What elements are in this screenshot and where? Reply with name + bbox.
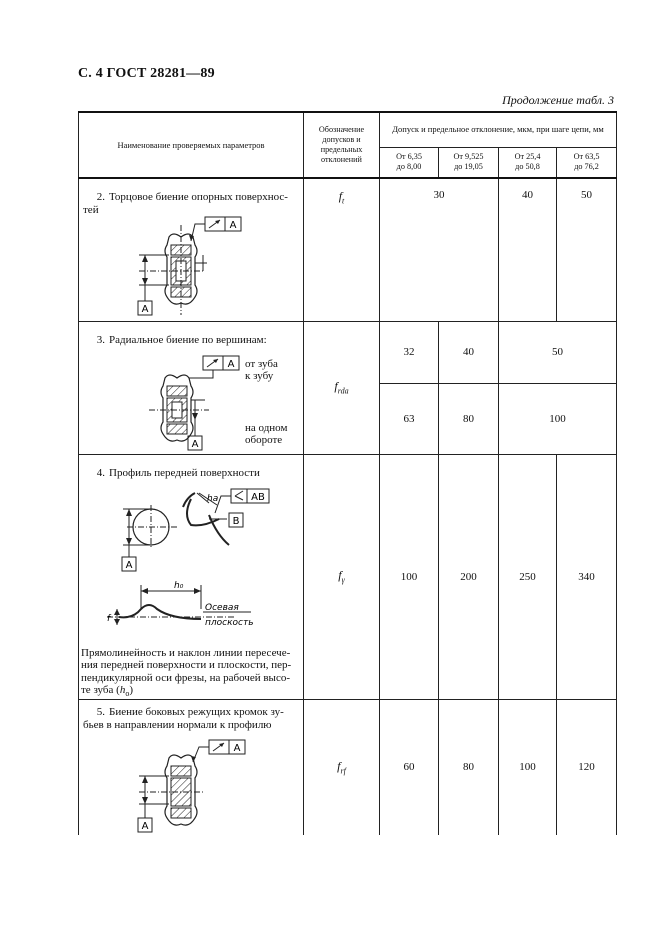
- header-param-name: Наименование проверяемых параметров: [78, 111, 304, 179]
- table-row: 63 80 100: [79, 382, 618, 455]
- row3-tooth-value-3: 50: [497, 320, 618, 384]
- header-designation: Обозначение допусков и предельных отклон…: [303, 111, 380, 179]
- row3-rev-value-3: 100: [497, 382, 618, 455]
- svg-text:f: f: [107, 614, 112, 624]
- row3-tooth-value-1: 32: [379, 320, 439, 384]
- radial-runout-diagram: A A: [149, 355, 240, 450]
- row4-param: 4.Профиль передней поверхности A ha: [78, 453, 304, 700]
- row4-value-4: 340: [555, 453, 618, 700]
- row5-symbol: frf: [303, 698, 380, 835]
- label-h0: h₀: [174, 581, 184, 591]
- row5-value-4: 120: [555, 698, 618, 835]
- svg-text:A: A: [142, 821, 149, 832]
- table-continuation-label: Продолжение табл. 3: [502, 93, 614, 107]
- label-axial-1: Осевая: [205, 603, 239, 613]
- header-tolerance-group: Допуск и предельное отклонение, мкм, при…: [378, 111, 618, 148]
- datum-a-box-label: A: [142, 304, 149, 315]
- datum-b-label: B: [233, 516, 240, 527]
- row5-value-3: 100: [498, 698, 557, 835]
- table-row: 2.Торцовое биение опорных поверхнос- тей…: [78, 177, 618, 322]
- row4-value-2: 200: [438, 453, 499, 700]
- row5-param: 5.Биение боковых режущих кромок зу- бьев…: [78, 698, 304, 835]
- page-header: С. 4 ГОСТ 28281—89: [78, 66, 215, 81]
- row2-value-3: 50: [555, 177, 618, 322]
- svg-text:A: A: [228, 359, 235, 370]
- datum-ab-label: AB: [251, 492, 265, 503]
- label-axial-2: плоскость: [205, 618, 254, 628]
- row4-value-3: 250: [498, 453, 557, 700]
- row2-symbol: ft: [303, 177, 380, 322]
- rake-height-diagram: h₀ f Осевая плоскость: [107, 581, 254, 628]
- row5-value-2: 80: [438, 698, 499, 835]
- row3-symbol: frda: [303, 320, 380, 455]
- row4-symbol: fγ: [303, 453, 380, 700]
- row2-param: 2.Торцовое биение опорных поверхнос- тей…: [78, 177, 304, 322]
- row3-rev-value-2: 80: [438, 382, 499, 455]
- table-row: 3.Радиальное биение по вершинам: от зуба…: [78, 320, 618, 455]
- label-ha: ha: [207, 494, 218, 504]
- row3-tooth-value-2: 40: [438, 320, 499, 384]
- table-row: 5.Биение боковых режущих кромок зу- бьев…: [78, 698, 618, 835]
- svg-text:A: A: [234, 743, 241, 754]
- rake-profile-diagram: A ha AB B: [121, 488, 270, 571]
- side-runout-diagram: A A: [137, 739, 246, 832]
- row3-rev-value-1: 63: [379, 382, 439, 455]
- row4-note: Прямолинейность и наклон линии пересече-…: [81, 646, 292, 699]
- row2-value-1: 30: [379, 177, 499, 322]
- datum-a-label: A: [126, 560, 133, 571]
- row3-param: 3.Радиальное биение по вершинам: от зуба…: [78, 320, 304, 455]
- face-runout-diagram: A A: [137, 216, 242, 316]
- datum-a-label: A: [230, 220, 237, 231]
- row4-value-1: 100: [379, 453, 439, 700]
- tolerance-table: Наименование проверяемых параметров Обоз…: [78, 111, 618, 835]
- row5-value-1: 60: [379, 698, 439, 835]
- svg-text:A: A: [192, 439, 199, 450]
- row2-value-2: 40: [498, 177, 557, 322]
- table-row: 4.Профиль передней поверхности A ha: [78, 453, 618, 700]
